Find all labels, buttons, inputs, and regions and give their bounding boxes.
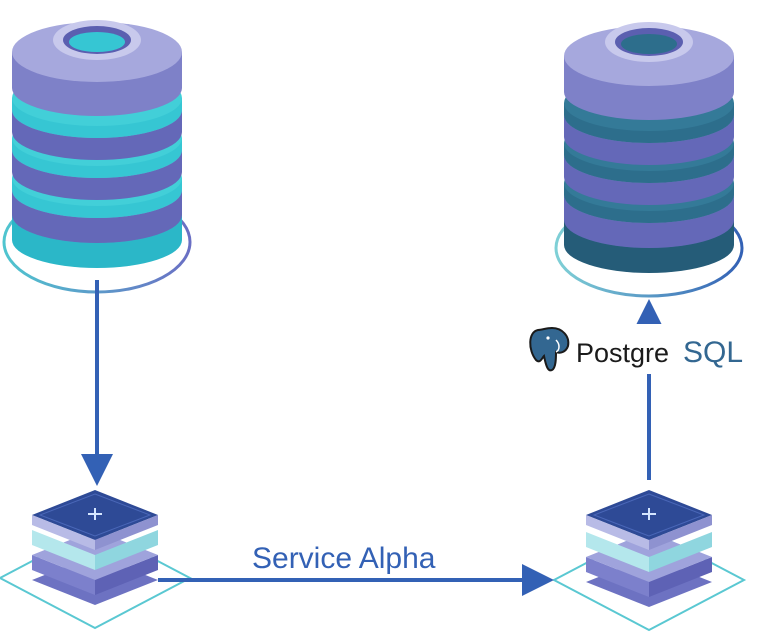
node-base-outline [551, 528, 747, 632]
node-chip-icon [642, 508, 656, 520]
logo-word-sql: SQL [683, 336, 743, 369]
source-database [2, 20, 192, 294]
target-service-node [551, 490, 747, 632]
postgresql-logo: Postgre SQL [528, 324, 770, 374]
elephant-icon [529, 326, 570, 372]
source-service-node [0, 490, 193, 630]
node-base-outline [0, 526, 193, 630]
logo-word-postgre: Postgre [576, 338, 669, 368]
node-chip-icon [88, 508, 102, 520]
target-database [554, 22, 744, 298]
edge-label: Service Alpha [252, 542, 436, 575]
